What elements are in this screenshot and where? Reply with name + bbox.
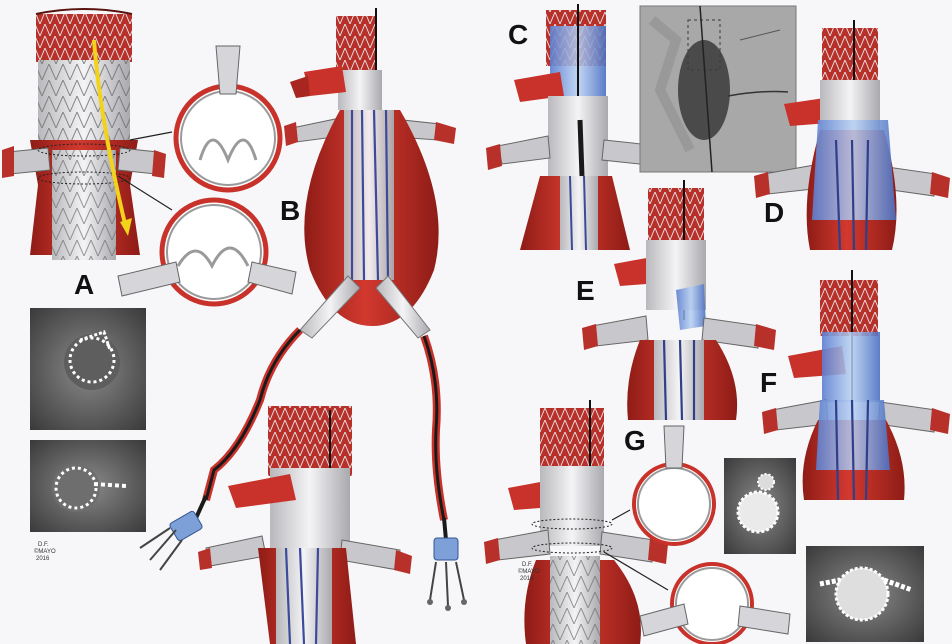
panel-g-lower-cross-section xyxy=(640,564,790,644)
panel-label-b: B xyxy=(280,195,300,226)
panel-a-lower-cross-section xyxy=(118,200,296,304)
credit-left: D.F. ©MAYO 2016 xyxy=(34,542,56,562)
panel-a-illustration xyxy=(2,9,172,260)
panel-a-upper-cross-section xyxy=(176,46,280,190)
credit-left-year: 2016 xyxy=(36,556,50,562)
fluoroscopy-image xyxy=(640,6,796,172)
panel-label-g: G xyxy=(624,425,646,456)
panel-b-lower-inset xyxy=(198,406,412,644)
credit-left-initials: D.F. xyxy=(38,542,49,548)
panel-g-ct-lower xyxy=(806,546,924,642)
credit-right-initials: D.F. xyxy=(522,562,533,568)
panel-label-d: D xyxy=(764,197,784,228)
credit-left-org: ©MAYO xyxy=(34,548,56,555)
panel-label-c: C xyxy=(508,19,528,50)
panel-label-a: A xyxy=(74,269,94,300)
panel-label-f: F xyxy=(760,367,777,398)
panel-g-ct-upper xyxy=(724,458,796,554)
panel-label-e: E xyxy=(576,275,595,306)
panel-a-ct-upper xyxy=(30,308,146,430)
credit-right-org: ©MAYO xyxy=(518,568,540,575)
credit-right-year: 2016 xyxy=(520,576,534,582)
panel-a-ct-lower xyxy=(30,440,146,532)
panel-g-upper-cross-section xyxy=(634,426,714,544)
